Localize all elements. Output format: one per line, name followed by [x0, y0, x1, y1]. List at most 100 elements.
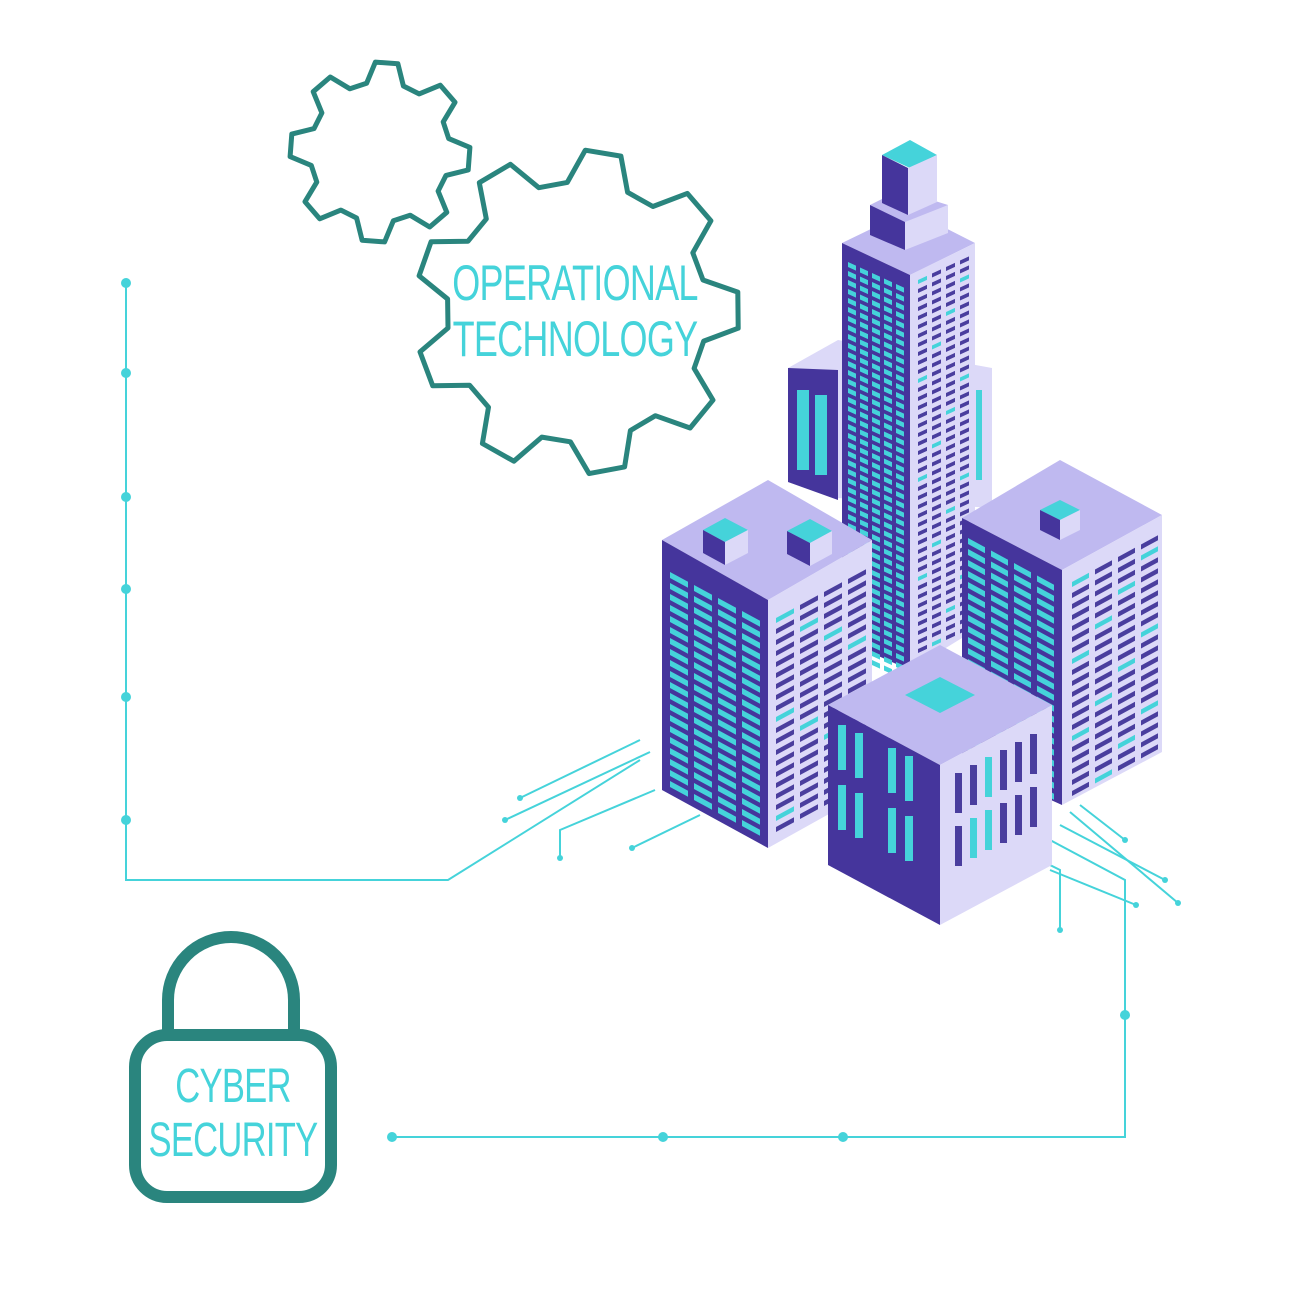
building-window — [932, 485, 941, 494]
building-window — [872, 372, 880, 381]
building-window — [946, 514, 955, 523]
building-window — [1037, 586, 1054, 602]
building-window — [946, 442, 955, 451]
building-window — [918, 392, 927, 401]
building-window — [872, 588, 880, 597]
building-window — [824, 681, 842, 696]
building-window — [946, 469, 955, 478]
building-window — [884, 485, 892, 495]
building-window — [718, 653, 736, 669]
building-window — [860, 429, 868, 439]
building-window — [1095, 670, 1112, 685]
building-window — [872, 471, 880, 480]
building-window — [742, 622, 760, 638]
building-window — [872, 651, 880, 660]
building-window — [824, 648, 842, 663]
building-window — [1072, 770, 1089, 785]
building-window — [1072, 660, 1089, 675]
building-window — [932, 602, 941, 611]
building-window — [884, 404, 892, 414]
building-window — [918, 302, 927, 311]
building-window — [1014, 607, 1031, 623]
building-window — [968, 560, 985, 576]
building-window — [946, 280, 955, 289]
building-window — [1095, 758, 1112, 773]
building-window — [884, 512, 892, 522]
building-window — [718, 620, 736, 636]
building-window — [1095, 747, 1112, 762]
building-window — [670, 748, 688, 764]
building-window — [884, 314, 892, 324]
building-window — [884, 287, 892, 297]
building-window — [946, 478, 955, 487]
building-window — [884, 305, 892, 315]
building-window — [932, 611, 941, 620]
building-window — [718, 642, 736, 658]
building-window — [872, 399, 880, 408]
building-window — [742, 688, 760, 704]
building-window — [884, 521, 892, 531]
city-buildings-icon — [662, 140, 1162, 925]
building-window — [896, 419, 904, 428]
building-window — [896, 374, 904, 383]
building-window — [1141, 601, 1158, 616]
building-window — [896, 599, 904, 608]
building-window — [776, 696, 794, 711]
building-window — [848, 580, 866, 595]
building-window — [872, 381, 880, 390]
building-window — [960, 301, 969, 310]
building-window — [884, 602, 892, 612]
building-window — [800, 672, 818, 687]
building-window — [800, 595, 818, 610]
building-window — [800, 716, 818, 731]
building-window — [1072, 638, 1089, 653]
building-window — [1118, 712, 1135, 727]
building-window — [718, 730, 736, 746]
building-window — [872, 327, 880, 336]
building-window — [1072, 781, 1089, 796]
building-window — [800, 749, 818, 764]
building-window — [872, 624, 880, 633]
building-window — [946, 406, 955, 415]
building-window — [960, 499, 969, 508]
building-window — [718, 752, 736, 768]
building-window — [918, 599, 927, 608]
building-window — [960, 328, 969, 337]
building-window — [824, 593, 842, 608]
building-window — [800, 793, 818, 808]
building-window — [884, 278, 892, 288]
building-window — [991, 594, 1008, 610]
building-window — [742, 732, 760, 748]
building-window — [670, 737, 688, 753]
building-window — [960, 481, 969, 490]
building-window — [1095, 615, 1112, 630]
building-window — [946, 496, 955, 505]
building-window — [848, 613, 866, 628]
building-window — [718, 631, 736, 647]
building-window — [694, 673, 712, 689]
building-window — [1095, 571, 1112, 586]
building-window — [670, 583, 688, 599]
building-window — [960, 364, 969, 373]
building-window — [968, 549, 985, 565]
building-window — [884, 629, 892, 639]
building-window — [932, 620, 941, 629]
building-window — [848, 361, 856, 370]
building-window — [860, 501, 868, 511]
building-window — [884, 341, 892, 351]
building-window — [860, 474, 868, 484]
building-window — [1037, 652, 1054, 668]
building-window — [848, 646, 866, 661]
building-window — [1095, 604, 1112, 619]
building-window — [742, 677, 760, 693]
building-window — [896, 491, 904, 500]
building-window — [670, 649, 688, 665]
building-window — [884, 638, 892, 648]
building-window — [884, 413, 892, 423]
building-window — [872, 480, 880, 489]
building-window — [860, 375, 868, 385]
building-window — [896, 284, 904, 293]
building-window — [1014, 574, 1031, 590]
building-window — [872, 273, 880, 282]
building-window — [670, 704, 688, 720]
